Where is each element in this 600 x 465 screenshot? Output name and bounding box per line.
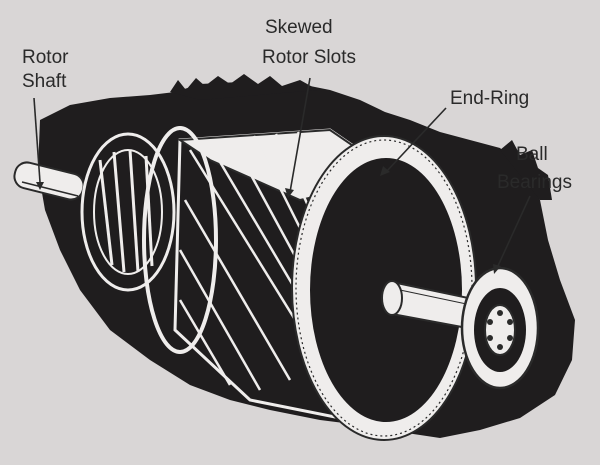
rotor-shaft-label-line2: Shaft <box>22 71 67 92</box>
ball-bearings-arrowhead <box>493 264 501 274</box>
end-ring-leader <box>385 107 447 173</box>
ball-bearing <box>460 266 540 390</box>
ball-bearings-label-line2: Bearings <box>497 172 572 193</box>
rotor-shaft-label-line1: Rotor <box>22 47 69 68</box>
ink-shadow-edge-right <box>500 140 552 200</box>
back-end-ring <box>80 132 176 292</box>
end-ring-label: End-Ring <box>450 88 529 109</box>
ink-shadow-edge-top <box>170 74 318 100</box>
end-ring-arrowhead <box>380 166 390 176</box>
skewed-rotor-slots-label-line1: Skewed <box>265 17 333 38</box>
skewed-rotor-slots-arrowhead <box>285 188 294 198</box>
ball-bearings-leader <box>496 195 531 269</box>
front-shaft <box>381 280 479 332</box>
rotor-shaft-arrowhead <box>36 182 44 190</box>
rotor-shaft-leader <box>33 97 41 183</box>
skewed-rotor-slots-leader <box>289 77 311 193</box>
ball-bearings-label-line1: Ball <box>516 144 548 165</box>
skewed-rotor-slots-label-line2: Rotor Slots <box>262 47 356 68</box>
